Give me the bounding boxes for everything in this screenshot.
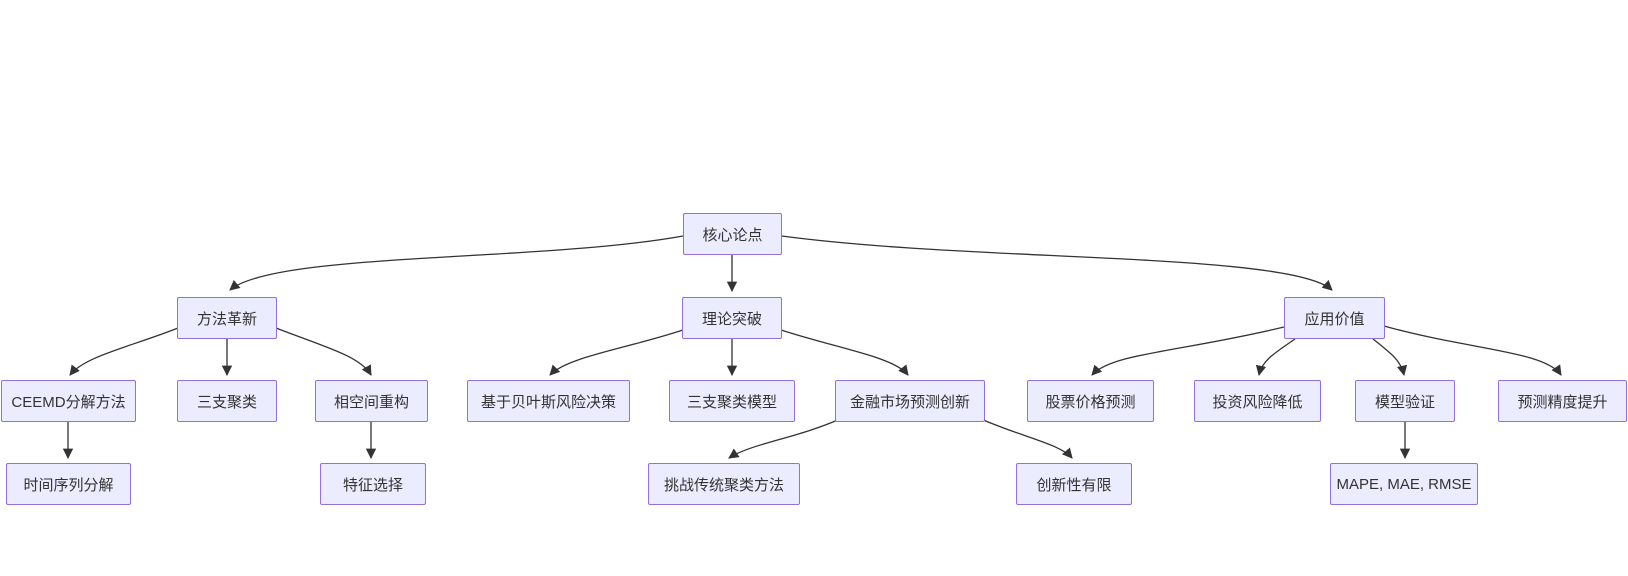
- node-three-way-model: 三支聚类模型: [669, 380, 795, 422]
- node-bayes: 基于贝叶斯风险决策: [467, 380, 630, 422]
- edge-method-ceemd: [69, 327, 179, 376]
- edge-application-accuracy: [1383, 325, 1562, 376]
- node-limited-novelty: 创新性有限: [1016, 463, 1132, 505]
- node-three-way: 三支聚类: [177, 380, 277, 422]
- node-model-validation: 模型验证: [1355, 380, 1455, 422]
- node-time-series: 时间序列分解: [6, 463, 131, 505]
- node-theory: 理论突破: [682, 297, 782, 339]
- node-core: 核心论点: [683, 213, 782, 255]
- node-stock-prediction: 股票价格预测: [1027, 380, 1154, 422]
- edge-core-method: [229, 235, 684, 291]
- node-ceemd: CEEMD分解方法: [1, 380, 136, 422]
- node-accuracy: 预测精度提升: [1498, 380, 1627, 422]
- edge-finance-innovation-challenge: [728, 418, 841, 459]
- node-method: 方法革新: [177, 297, 277, 339]
- edge-theory-finance-innovation: [780, 329, 909, 376]
- node-risk-reduction: 投资风险降低: [1194, 380, 1321, 422]
- node-phase-space: 相空间重构: [315, 380, 428, 422]
- node-application: 应用价值: [1284, 297, 1385, 339]
- edge-application-risk-reduction: [1255, 338, 1296, 377]
- node-feature-selection: 特征选择: [320, 463, 426, 505]
- edge-finance-innovation-limited-novelty: [980, 418, 1073, 459]
- edge-core-application: [781, 235, 1333, 291]
- edge-method-phase-space: [275, 327, 372, 376]
- node-challenge: 挑战传统聚类方法: [648, 463, 800, 505]
- edge-application-stock-prediction: [1091, 326, 1285, 376]
- node-metrics: MAPE, MAE, RMSE: [1330, 463, 1478, 505]
- edge-theory-bayes: [549, 329, 684, 376]
- edge-application-model-validation: [1372, 338, 1408, 377]
- node-finance-innovation: 金融市场预测创新: [835, 380, 985, 422]
